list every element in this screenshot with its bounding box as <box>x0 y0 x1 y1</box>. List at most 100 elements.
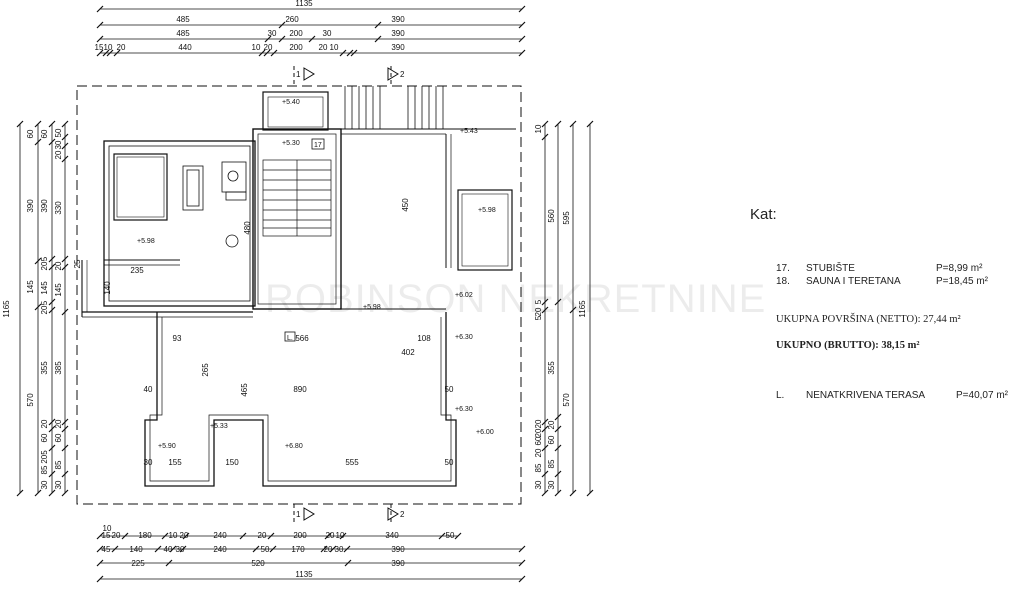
dim-label: 155 <box>168 458 182 467</box>
dim-label: 402 <box>401 348 415 357</box>
bottom-dimension-labels: 10 15 20 180 10 20 240 20 200 20 10 340 … <box>102 524 455 579</box>
legend-terrace-number: L. <box>776 390 785 401</box>
legend-room-number: 17. <box>776 263 790 274</box>
dim-label: 20 <box>547 420 556 429</box>
level-marker: +5.43 <box>460 128 478 135</box>
dim-label: 45 <box>102 545 111 554</box>
legend-room-area: P=18,45 m² <box>936 276 988 287</box>
dim-label: 145 <box>40 281 49 295</box>
dim-label: 50 <box>445 458 454 467</box>
dim-label: 355 <box>547 361 556 375</box>
legend-gross-area: UKUPNO (BRUTTO): 38,15 m² <box>776 340 920 351</box>
dim-label: 30 <box>547 480 556 489</box>
dim-label: 170 <box>291 545 305 554</box>
level-marker: +6.02 <box>455 292 473 299</box>
dim-label: 5 <box>534 315 543 320</box>
dim-label: 60 <box>54 433 63 442</box>
dim-label: 60 <box>534 436 543 445</box>
dim-label: 560 <box>547 209 556 223</box>
left-dimension-labels: 1165 60 390 145 570 60 390 5 20 145 5 20… <box>2 128 63 489</box>
dim-label: 10 <box>169 531 178 540</box>
legend-room-name: STUBIŠTE <box>806 263 855 274</box>
dim-label: 240 <box>213 531 227 540</box>
dim-label: 200 <box>293 531 307 540</box>
area-legend: Kat: 17. STUBIŠTE P=8,99 m² 18. SAUNA I … <box>750 206 1020 401</box>
dim-label: 390 <box>391 559 405 568</box>
dim-label: 60 <box>26 129 35 138</box>
dim-label: 200 <box>289 29 303 38</box>
dim-label: 20 <box>534 419 543 428</box>
dim-label: 60 <box>40 129 49 138</box>
legend-terrace-area: P=40,07 m² <box>956 390 1008 401</box>
dim-label: 330 <box>54 201 63 215</box>
level-marker: +5.30 <box>282 140 300 147</box>
legend-terrace-name: NENATKRIVENA TERASA <box>806 390 926 401</box>
dim-label: 20 <box>324 545 333 554</box>
dim-label: 60 <box>40 433 49 442</box>
dim-label: 20 <box>534 428 543 437</box>
dim-label: 15 <box>102 531 111 540</box>
dim-top-total: 1135 <box>295 0 313 8</box>
level-marker: +5.90 <box>158 443 176 450</box>
dim-label: 485 <box>176 29 190 38</box>
dim-label: 10 <box>336 531 345 540</box>
dim-label: 555 <box>345 458 359 467</box>
dim-label: 93 <box>173 334 182 343</box>
dim-left-total: 1165 <box>2 300 11 318</box>
level-marker: +5.40 <box>282 99 300 106</box>
dim-label: 30 <box>176 545 185 554</box>
dim-label: 30 <box>534 480 543 489</box>
dim-label: 390 <box>391 545 405 554</box>
dim-label: 20 <box>40 305 49 314</box>
dim-label: 566 <box>295 334 309 343</box>
dim-label: 265 <box>201 363 210 377</box>
level-marker: +5.98 <box>478 207 496 214</box>
dim-label: 108 <box>417 334 431 343</box>
dim-label: 355 <box>40 361 49 375</box>
dim-label: 260 <box>285 15 299 24</box>
dim-label: 595 <box>562 211 571 225</box>
dim-label: 390 <box>391 29 405 38</box>
dim-label: 20 <box>319 43 328 52</box>
level-marker: +5.98 <box>137 238 155 245</box>
watermark-text: ROBINSON NEKRETNINE <box>265 277 766 321</box>
dim-label: 20 <box>54 150 63 159</box>
dim-label: 10 <box>534 124 543 133</box>
dim-label: 390 <box>391 15 405 24</box>
stair-treads <box>262 159 332 237</box>
dim-label: 30 <box>335 545 344 554</box>
dim-label: 50 <box>54 128 63 137</box>
dim-label: 30 <box>144 458 153 467</box>
dim-label: 205 <box>40 450 49 464</box>
dim-label: 30 <box>54 140 63 149</box>
legend-room-number: 18. <box>776 276 790 287</box>
dim-label: 50 <box>446 531 455 540</box>
level-marker: +6.30 <box>455 406 473 413</box>
dim-right-total: 1165 <box>578 300 587 318</box>
dim-label: 20 <box>534 307 543 316</box>
legend-room-name: SAUNA I TERETANA <box>806 276 901 287</box>
dim-label: 85 <box>547 459 556 468</box>
walls <box>81 86 516 487</box>
dim-label: 150 <box>225 458 239 467</box>
dim-label: 480 <box>243 221 252 235</box>
top-dimension-labels: 1135 485 260 390 485 30 200 30 390 15 10… <box>95 0 406 52</box>
level-marker: +5.98 <box>363 304 381 311</box>
dim-label: 5 <box>534 299 543 304</box>
dim-label: 485 <box>176 15 190 24</box>
dim-label: 20 <box>40 261 49 270</box>
level-marker: +6.00 <box>476 429 494 436</box>
dim-label: 20 <box>40 419 49 428</box>
dim-label: 440 <box>178 43 192 52</box>
dim-label: 140 <box>103 281 112 295</box>
dim-label: 20 <box>117 43 126 52</box>
level-marker: +6.80 <box>285 443 303 450</box>
dim-label: 450 <box>401 198 410 212</box>
dim-label: 20 <box>258 531 267 540</box>
dim-label: 25 <box>73 259 82 268</box>
dim-label: 20 <box>54 261 63 270</box>
dim-label: 240 <box>213 545 227 554</box>
dim-label: 20 <box>264 43 273 52</box>
level-markers: +5.40 +5.30 +5.98 +5.98 +6.02 +6.30 +6.3… <box>137 99 496 450</box>
dim-label: 140 <box>129 545 143 554</box>
